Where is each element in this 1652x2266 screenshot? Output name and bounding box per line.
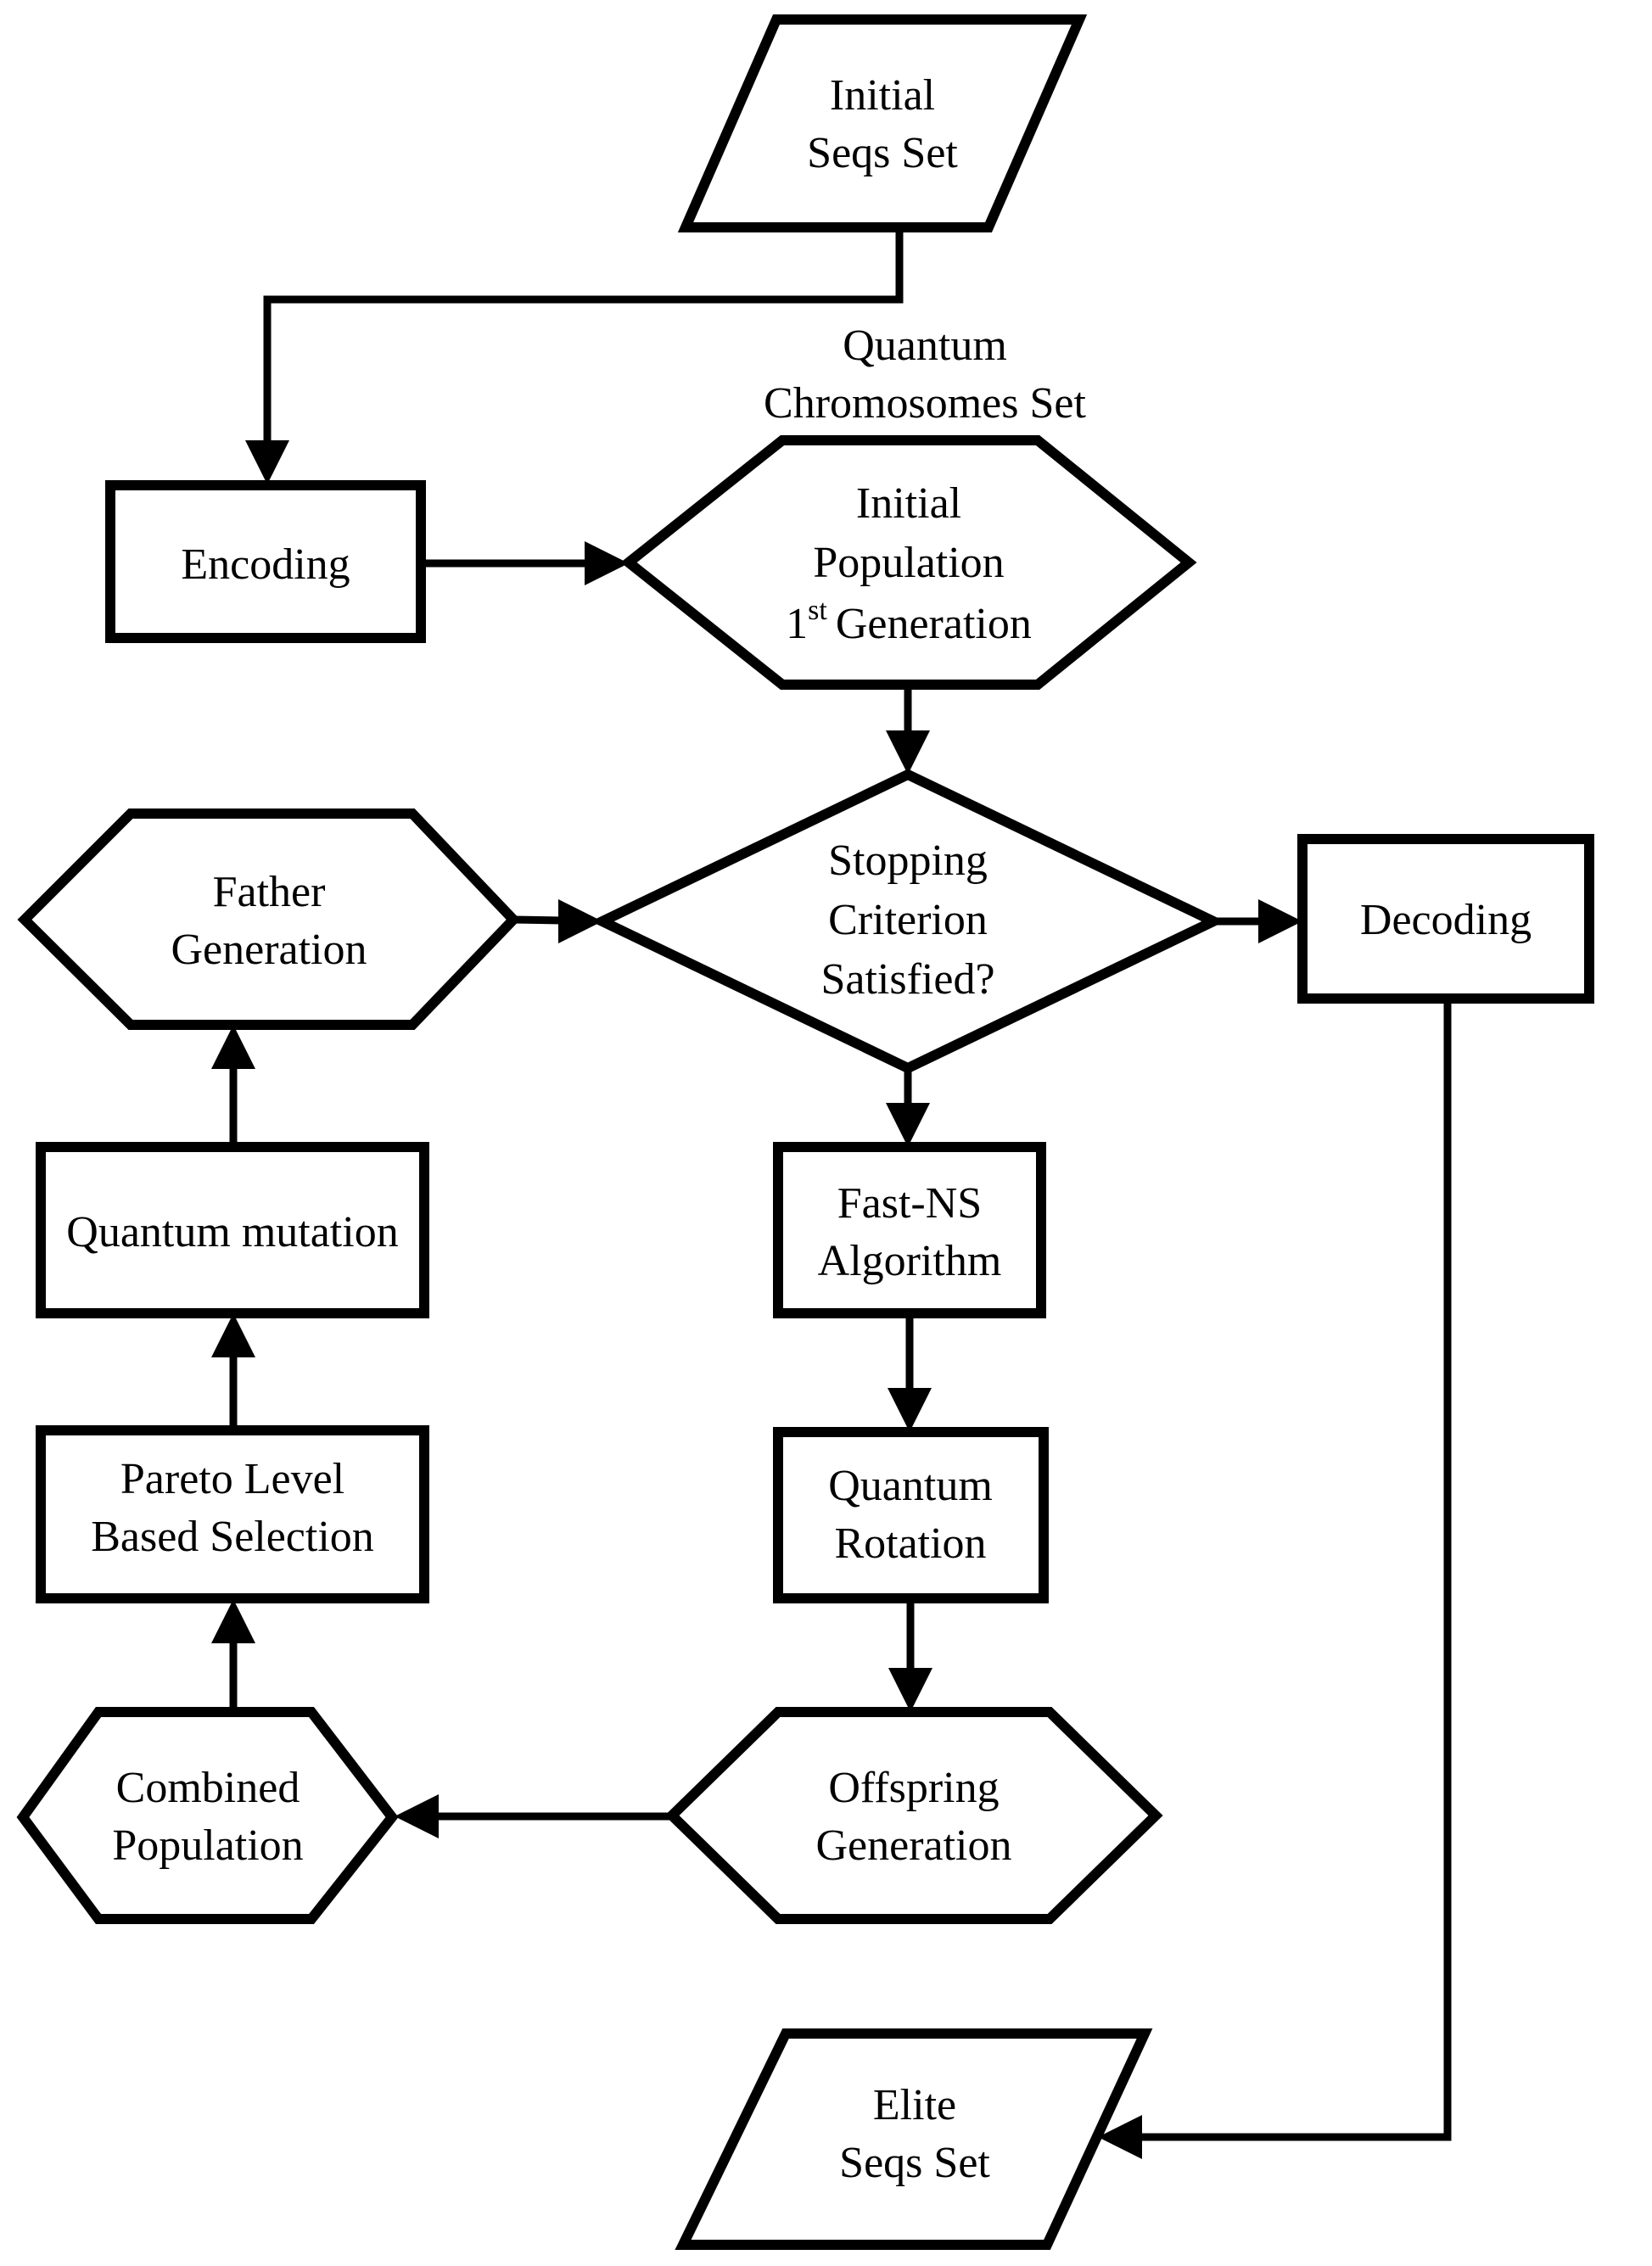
elite-line-1: Elite [873,2081,956,2129]
rect-decoding [1297,834,1594,1004]
arrowhead-into-elite [1098,2115,1142,2159]
stopping-line-2: Criterion [828,896,988,944]
stopping-line-1: Stopping [828,836,988,885]
rect-encoding [105,480,426,643]
generation-word: Generation [836,600,1032,648]
rect-pareto-selection [36,1425,429,1603]
rotation-line-2: Rotation [834,1519,986,1568]
arrow-decoding-to-elite [1139,999,1452,2141]
combined-line-2: Population [112,1821,303,1870]
decoding-label: Decoding [1360,896,1532,944]
arrowhead-into-stopping-top [886,730,930,775]
label-quantum-chromosomes-set: Quantum Chromosomes Set [764,322,1086,428]
father-line-2: Generation [171,926,367,974]
stopping-line-3: Satisfied? [820,955,994,1004]
offspring-line-2: Generation [815,1821,1011,1870]
diamond-stopping-criterion [591,769,1225,1074]
arrowhead-into-combined [395,1794,439,1838]
initial-population-line-3: 1st Generation [786,595,1032,648]
pareto-line-1: Pareto Level [120,1455,344,1503]
hexagon-father-generation [17,808,521,1030]
node-encoding: Encoding [105,480,426,643]
node-father-generation: Father Generation [17,808,521,1030]
initial-population-line-2: Population [813,539,1004,587]
node-stopping-criterion: Stopping Criterion Satisfied? [591,769,1225,1074]
node-initial-seqs-set: Initial Seqs Set [677,14,1088,232]
hexagon-combined-population [16,1707,399,1924]
generation-ordinal-superscript: st [808,595,827,626]
rect-fast-ns [773,1142,1046,1318]
parallelogram-elite-seqs [675,2028,1153,2250]
arrowhead-into-offspring [888,1668,932,1712]
arrowhead-into-decoding [1258,899,1302,943]
node-combined-population: Combined Population [16,1707,399,1924]
fast-ns-line-2: Algorithm [818,1237,1002,1285]
initial-population-line-1: Initial [856,479,961,528]
node-initial-population: Initial Population 1st Generation [620,435,1197,690]
rect-quantum-rotation [773,1427,1049,1603]
fast-ns-line-1: Fast-NS [837,1179,982,1228]
node-quantum-mutation: Quantum mutation [36,1142,429,1318]
hexagon-offspring-generation [664,1707,1163,1924]
arrowhead-into-stopping-left [558,899,602,943]
arrow-initial-seqs-to-encoding [263,227,904,447]
hexagon-initial-population [620,435,1197,690]
initial-seqs-line-1: Initial [830,71,935,120]
node-quantum-rotation: Quantum Rotation [773,1427,1049,1603]
encoding-label: Encoding [181,540,350,589]
node-decoding: Decoding [1297,834,1594,1004]
node-offspring-generation: Offspring Generation [664,1707,1163,1924]
rotation-line-1: Quantum [828,1462,993,1510]
quantum-chromosomes-line-1: Quantum [843,322,1007,370]
node-pareto-level-based-selection: Pareto Level Based Selection [36,1425,429,1603]
father-line-1: Father [213,868,326,916]
arrowhead-into-pareto [211,1599,255,1643]
arrowhead-into-encoding [245,440,289,484]
arrowhead-into-mutation [211,1313,255,1357]
parallelogram-initial-seqs [677,14,1088,232]
arrowhead-into-rotation [888,1388,932,1432]
arrowhead-into-fast-ns [886,1103,930,1147]
offspring-line-1: Offspring [828,1764,999,1812]
arrowhead-into-initial-population [585,541,629,585]
combined-line-1: Combined [116,1764,300,1812]
generation-number: 1 [786,600,808,648]
quantum-chromosomes-line-2: Chromosomes Set [764,379,1086,428]
elite-line-2: Seqs Set [839,2139,990,2187]
node-fast-ns-algorithm: Fast-NS Algorithm [773,1142,1046,1318]
quantum-mutation-label: Quantum mutation [66,1208,398,1256]
node-elite-seqs-set: Elite Seqs Set [675,2028,1153,2250]
rect-quantum-mutation [36,1142,429,1318]
initial-seqs-line-2: Seqs Set [807,129,958,177]
arrowhead-into-father [211,1025,255,1069]
pareto-line-2: Based Selection [91,1513,374,1561]
